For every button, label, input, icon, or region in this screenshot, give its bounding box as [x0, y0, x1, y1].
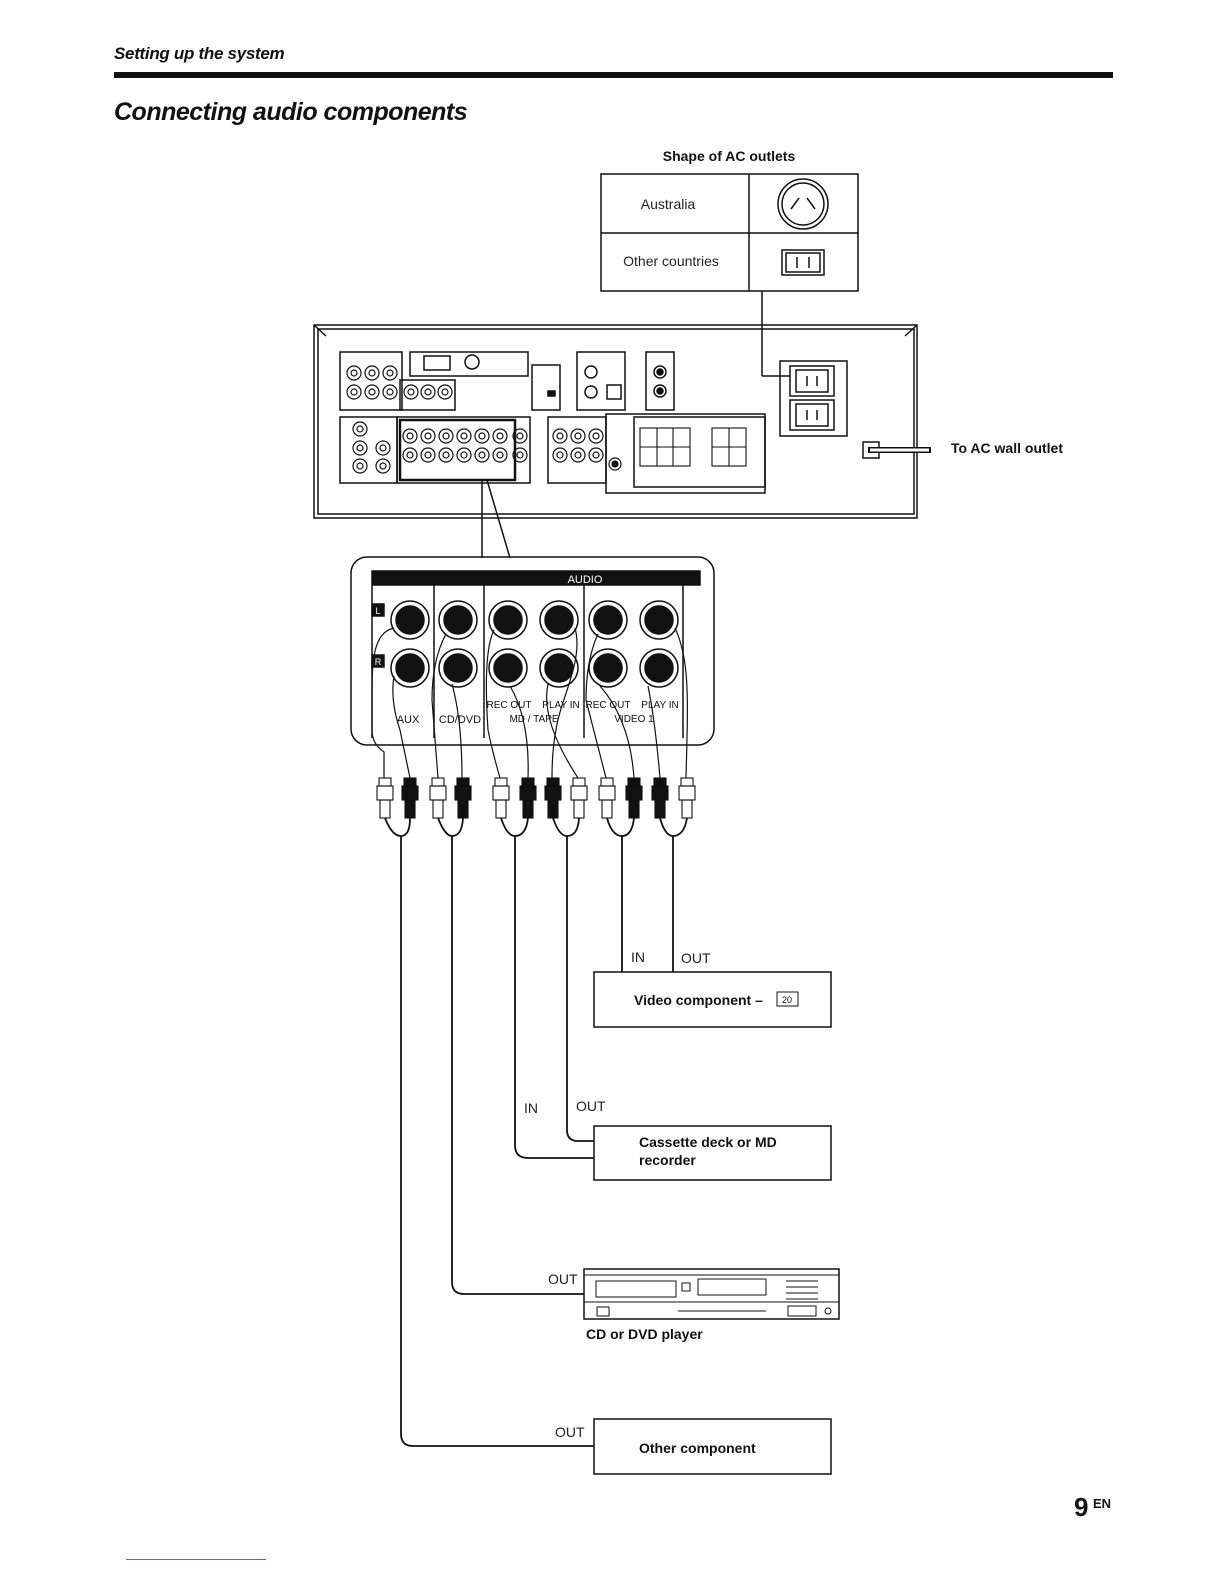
- speaker-terminals: [640, 428, 746, 466]
- plug-red: [545, 778, 561, 818]
- ac-outlets-heading: Shape of AC outlets: [663, 148, 796, 164]
- plug-red: [626, 778, 642, 818]
- wall-outlet-label: To AC wall outlet: [951, 440, 1063, 456]
- svg-text:R: R: [375, 657, 382, 667]
- page-ref-icon: 20: [777, 992, 798, 1006]
- cassette-label-line2: recorder: [639, 1152, 696, 1168]
- svg-text:L: L: [375, 606, 380, 616]
- jack-label-aux: AUX: [397, 714, 420, 726]
- jack-label-cd-dvd: CD/DVD: [439, 714, 481, 726]
- bottom-link-underline: [126, 1559, 266, 1560]
- audio-panel-enlarged: AUDIO L R: [351, 557, 714, 745]
- audio-panel-heading: AUDIO: [568, 574, 603, 586]
- plug-white: [679, 778, 695, 818]
- cassette-in-label: IN: [524, 1100, 538, 1116]
- rear-audio-jack-block: [403, 429, 527, 462]
- cd-player-label: CD or DVD player: [586, 1326, 703, 1342]
- other-component-box: OUT Other component: [555, 1419, 831, 1474]
- cd-out-label: OUT: [548, 1271, 578, 1287]
- plug-white: [571, 778, 587, 818]
- receiver-rear-panel: [314, 325, 931, 518]
- plug-white: [430, 778, 446, 818]
- plug-red: [455, 778, 471, 818]
- two-slot-outlet-icon: [782, 250, 824, 275]
- plug-white: [599, 778, 615, 818]
- ac-outlets-table: Australia Other countries: [601, 174, 858, 376]
- plug-white: [493, 778, 509, 818]
- video-out-label: OUT: [681, 950, 711, 966]
- jack-label-video1: VIDEO 1: [614, 714, 654, 725]
- page-language: EN: [1093, 1496, 1111, 1511]
- video-in-label: IN: [631, 949, 645, 965]
- outlet-row-other: Other countries: [623, 253, 719, 269]
- cables: [401, 836, 673, 1446]
- jack-label-md-rec-out: REC OUT: [487, 700, 532, 711]
- receiver-ac-sockets: [780, 361, 847, 436]
- cable-joins: [385, 818, 687, 836]
- plug-red: [520, 778, 536, 818]
- other-out-label: OUT: [555, 1424, 585, 1440]
- plug-red: [402, 778, 418, 818]
- svg-text:20: 20: [782, 995, 792, 1005]
- video-component-label: Video component –: [634, 992, 763, 1008]
- other-component-label: Other component: [639, 1440, 756, 1456]
- page-number: 9: [1074, 1492, 1088, 1523]
- rca-plugs: [377, 778, 695, 818]
- jack-label-video-play-in: PLAY IN: [641, 700, 678, 711]
- cassette-out-label: OUT: [576, 1098, 606, 1114]
- video-component-box: IN OUT Video component – 20: [594, 949, 831, 1027]
- australian-outlet-icon: [778, 179, 828, 229]
- outlet-row-australia: Australia: [641, 196, 696, 212]
- cassette-label-line1: Cassette deck or MD: [639, 1134, 777, 1150]
- power-cord: [863, 442, 931, 458]
- plug-white: [377, 778, 393, 818]
- cd-dvd-player: OUT CD or DVD player: [548, 1269, 839, 1342]
- jack-label-video-rec-out: REC OUT: [586, 700, 631, 711]
- plug-red: [652, 778, 668, 818]
